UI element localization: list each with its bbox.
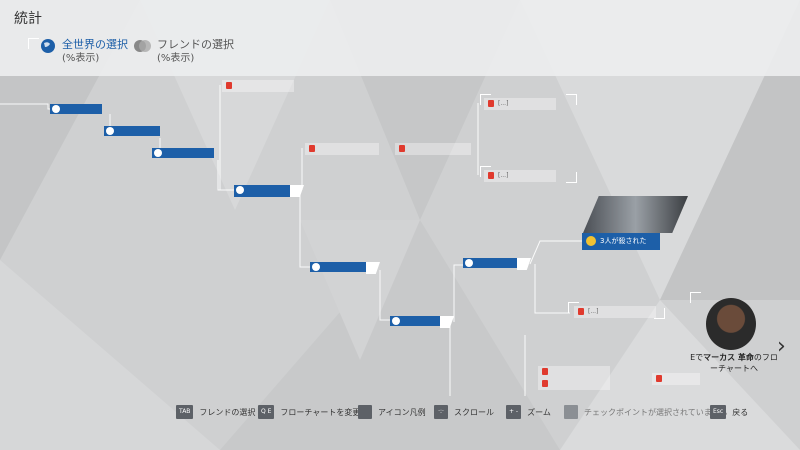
node-bracket [480,94,491,105]
locked-node[interactable] [538,378,610,390]
header-bar: 統計 全世界の選択 (%表示) フレンドの選択 (%表示) [0,0,800,76]
node-icon [465,259,473,267]
friends-selection-sub: (%表示) [157,53,195,64]
lock-icon [309,145,315,152]
flowchart-node[interactable] [152,148,214,158]
page-title: 統計 [14,11,42,27]
node-icon [236,186,244,194]
friends-selection-label: フレンドの選択 [157,38,234,51]
node-flag [517,258,531,270]
lock-icon [542,380,548,387]
locked-node[interactable]: [...] [574,306,656,318]
lock-icon [656,375,662,382]
locked-node[interactable] [538,366,610,378]
house-icon [358,405,372,419]
completed-icon [586,236,596,246]
node-flag [366,262,380,274]
node-bracket [654,308,665,319]
global-selection-option[interactable]: 全世界の選択 (%表示) [40,38,128,65]
global-selection-label: 全世界の選択 [62,38,128,51]
node-flag [440,316,454,328]
node-bracket [568,302,579,313]
locked-node[interactable] [395,143,471,155]
node-icon [106,127,114,135]
flowchart-node[interactable] [104,126,160,136]
node-bracket [480,166,491,177]
locked-node[interactable] [222,80,294,92]
node-icon [312,263,320,271]
locked-node[interactable]: [...] [484,98,556,110]
node-icon [392,317,400,325]
lock-icon [578,308,584,315]
flowchart-node[interactable] [390,316,454,328]
friends-icon [134,40,151,52]
scene-thumbnail [583,196,688,233]
lock-icon [488,172,494,179]
node-bracket [566,172,577,183]
marcus-link-label: Eでマーカス 革命のフローチャートへ [690,353,778,373]
global-selection-sub: (%表示) [62,53,100,64]
node-icon [154,149,162,157]
hint-zoom[interactable]: + -ズーム [506,405,551,419]
chevron-right-icon[interactable]: › [777,334,786,359]
marcus-portrait [706,298,756,350]
selection-bracket [28,38,39,49]
marcus-flowchart-link[interactable]: Eでマーカス 革命のフローチャートへ [690,292,778,382]
hint-checkpoint: チェックポイントが選択されていません [564,405,728,419]
hint-icon-legend[interactable]: アイコン凡例 [358,405,426,419]
lock-icon [226,82,232,89]
flowchart-node[interactable] [463,258,531,270]
flowchart-node[interactable] [234,185,304,197]
node-flag [290,185,304,197]
lock-icon [542,368,548,375]
node-bracket [566,94,577,105]
flowchart-node[interactable] [310,262,380,274]
checkpoint-icon [564,405,578,419]
friends-selection-option[interactable]: フレンドの選択 (%表示) [133,38,234,65]
lock-icon [488,100,494,107]
locked-node[interactable] [652,373,700,385]
node-icon [52,105,60,113]
highlighted-node[interactable]: 3人が殺された [582,233,660,250]
locked-node[interactable] [305,143,379,155]
globe-icon [41,39,55,53]
flowchart-node[interactable] [50,104,102,114]
lock-icon [399,145,405,152]
locked-node[interactable]: [...] [484,170,556,182]
card-bracket [690,292,701,303]
hint-scroll[interactable]: ·:·スクロール [434,405,494,419]
